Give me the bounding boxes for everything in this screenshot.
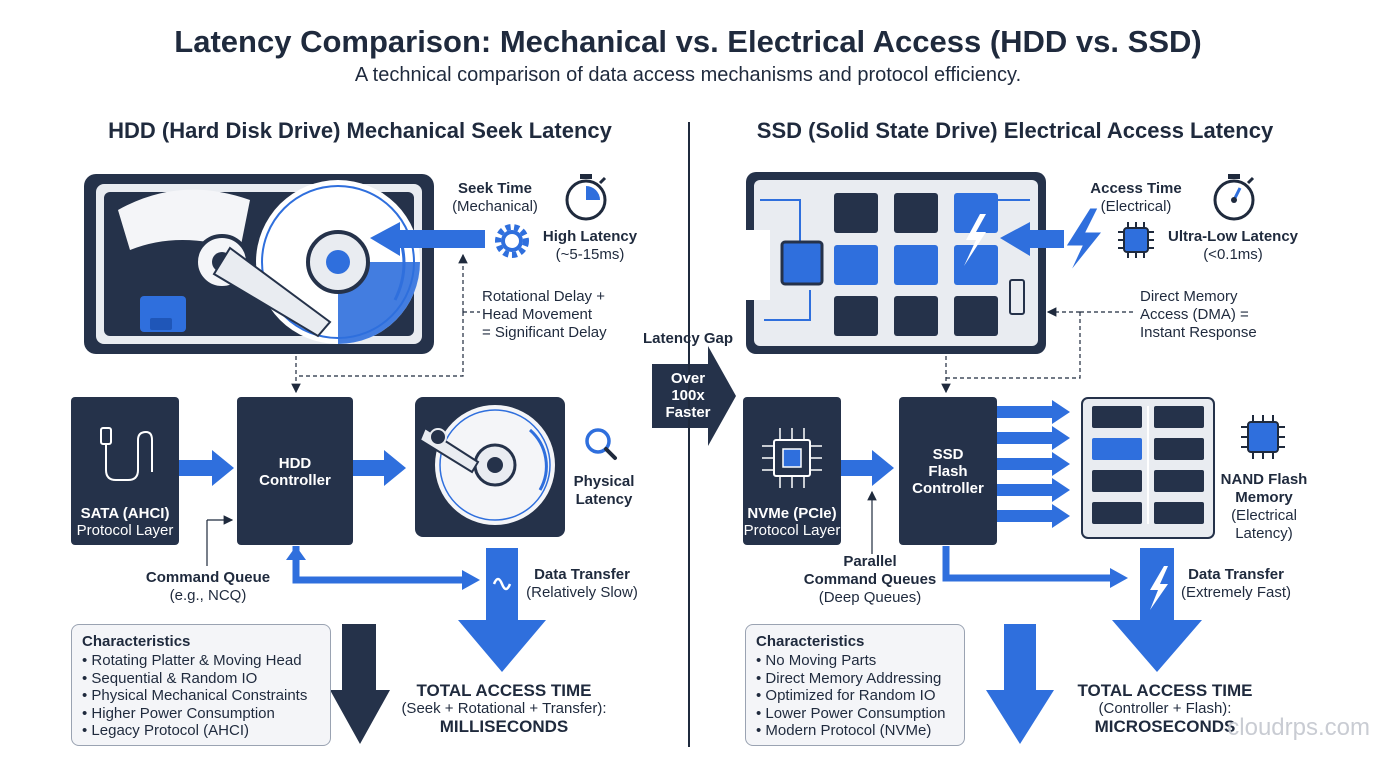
ssd-data-transfer-label: Data Transfer (Extremely Fast) [1180, 566, 1291, 601]
dma-note: Direct Memory Access (DMA) = Instant Res… [1140, 288, 1257, 341]
seek-time-label: Seek Time (Mechanical) [452, 180, 538, 215]
hdd-controller-label: HDD Controller [259, 455, 331, 489]
nvme-label: NVMe (PCIe) Protocol Layer [743, 505, 841, 539]
hdd-transfer-arrow [458, 548, 546, 672]
list-item: Higher Power Consumption [82, 705, 330, 723]
latency-gap-title: Latency Gap [642, 330, 734, 347]
hdd-illustration [84, 174, 434, 354]
usb-cable-icon [100, 427, 153, 481]
sata-label: SATA (AHCI) Protocol Layer [76, 505, 174, 539]
command-queue-label: Command Queue (e.g., NCQ) [145, 569, 271, 604]
list-item: Optimized for Random IO [756, 687, 964, 705]
latency-gap-text: Over 100x Faster [665, 370, 711, 421]
center-divider [688, 122, 690, 747]
hdd-controller-box [237, 397, 353, 545]
ssd-characteristics-box: Characteristics No Moving Parts Direct M… [745, 624, 965, 746]
ssd-illustration [746, 172, 1046, 354]
seek-arrow [370, 222, 485, 256]
ssd-controller-box [899, 397, 997, 545]
list-item: Rotating Platter & Moving Head [82, 652, 330, 670]
hdd-char-arrow [330, 624, 390, 744]
watermark: cloudrps.com [1227, 714, 1370, 741]
ssd-char-arrow [986, 624, 1054, 744]
nand-chip-icon [1241, 415, 1285, 459]
stopwatch-icon [565, 174, 607, 221]
parallel-queues-label: Parallel Command Queues (Deep Queues) [803, 553, 937, 606]
ssd-stopwatch-icon [1213, 174, 1255, 221]
chip-icon [1118, 222, 1154, 258]
list-item: No Moving Parts [756, 652, 964, 670]
ssd-total-access: TOTAL ACCESS TIME (Controller + Flash): … [1077, 681, 1253, 736]
nand-flash-label: NAND Flash Memory (Electrical Latency) [1220, 471, 1308, 542]
gear-icon [495, 224, 529, 258]
hdd-data-transfer-label: Data Transfer (Relatively Slow) [526, 566, 638, 601]
list-item: Physical Mechanical Constraints [82, 687, 330, 705]
page-subtitle: A technical comparison of data access me… [354, 64, 1022, 86]
hdd-total-access: TOTAL ACCESS TIME (Seek + Rotational + T… [401, 681, 607, 736]
ssd-section-title: SSD (Solid State Drive) Electrical Acces… [756, 118, 1274, 143]
ssd-transfer-arrow [1112, 548, 1202, 672]
list-item: Direct Memory Addressing [756, 670, 964, 688]
list-item: Sequential & Random IO [82, 670, 330, 688]
parallel-arrows [997, 400, 1070, 528]
ultra-low-latency-label: Ultra-Low Latency (<0.1ms) [1167, 228, 1299, 263]
magnifier-icon [585, 428, 617, 460]
sata-box [71, 397, 179, 545]
latency-gap-arrow [652, 346, 736, 446]
hdd-characteristics-title: Characteristics [82, 633, 191, 650]
ssd-characteristics-title: Characteristics [756, 633, 865, 650]
ssd-controller-label: SSD Flash Controller [912, 446, 984, 497]
hdd-section-title: HDD (Hard Disk Drive) Mechanical Seek La… [108, 118, 612, 143]
physical-latency-label: Physical Latency [573, 473, 635, 508]
hdd-characteristics-box: Characteristics Rotating Platter & Movin… [71, 624, 331, 746]
list-item: Modern Protocol (NVMe) [756, 722, 964, 740]
nand-box [1081, 397, 1215, 539]
page-title: Latency Comparison: Mechanical vs. Elect… [174, 24, 1202, 59]
processor-icon [762, 428, 822, 488]
high-latency-label: High Latency (~5-15ms) [542, 228, 638, 263]
rotational-note: Rotational Delay + Head Movement = Signi… [482, 288, 607, 341]
nvme-box [743, 397, 841, 545]
list-item: Lower Power Consumption [756, 705, 964, 723]
list-item: Legacy Protocol (AHCI) [82, 722, 330, 740]
disk-box [415, 397, 565, 537]
access-time-label: Access Time (Electrical) [1090, 180, 1182, 215]
